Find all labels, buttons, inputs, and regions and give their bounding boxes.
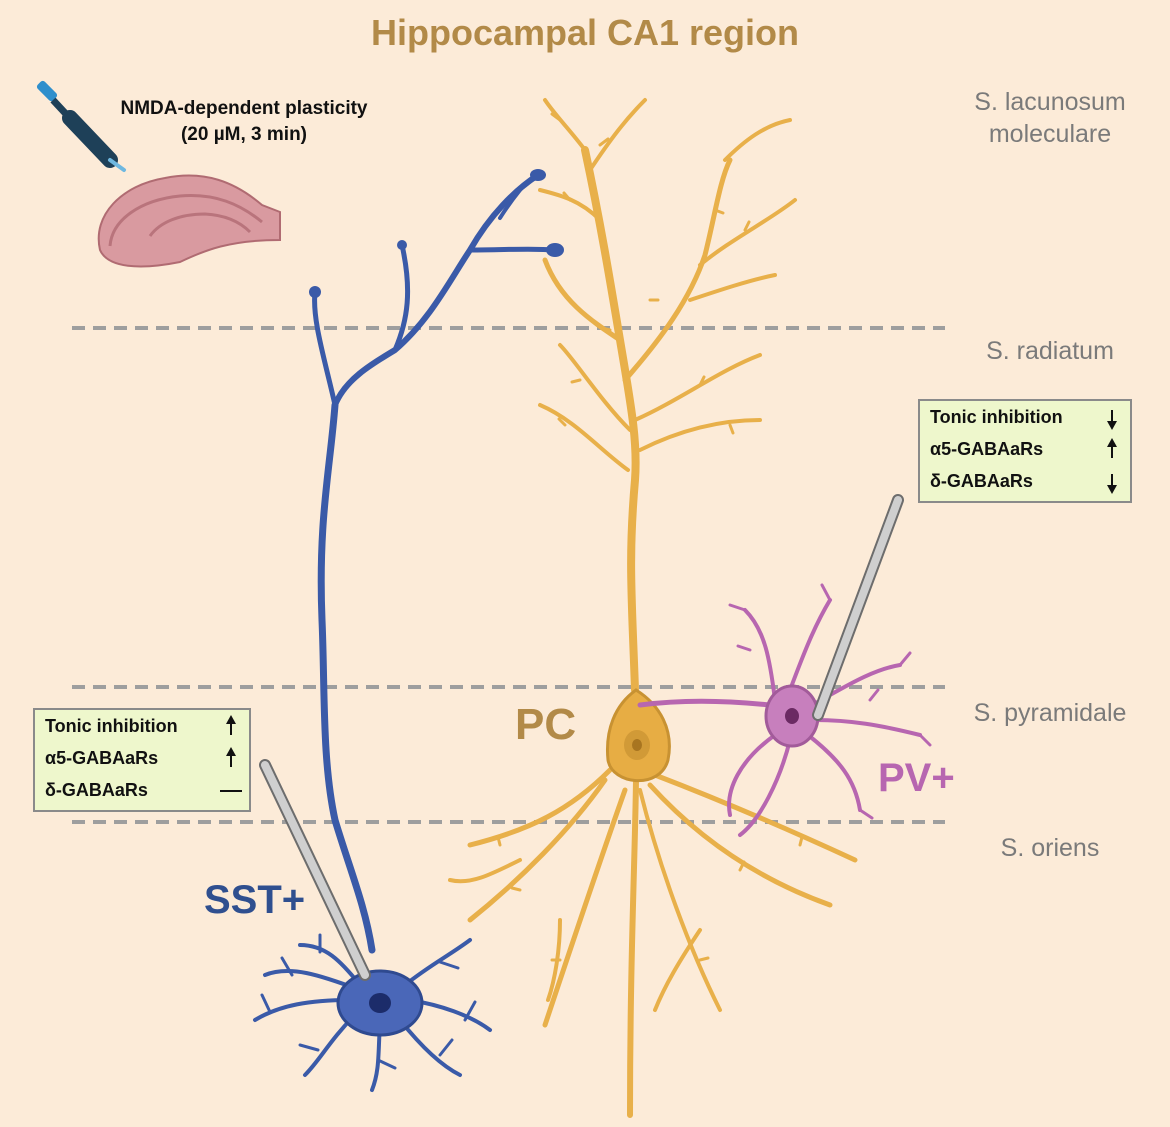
- pv-effects-box: Tonic inhibition α5-GABAaRs δ-GABAaRs: [918, 399, 1132, 503]
- effect-label: δ-GABAaRs: [45, 780, 148, 800]
- effect-arrow-icon: [226, 715, 236, 735]
- pv-effect-row: Tonic inhibition: [920, 401, 1130, 433]
- brain-slice-icon: [97, 174, 281, 268]
- sst-interneuron-shape: [253, 169, 564, 1092]
- sst-effect-row: α5-GABAaRs: [35, 742, 249, 774]
- sst-effects-box: Tonic inhibition α5-GABAaRs δ-GABAaRs: [33, 708, 251, 812]
- treatment-line1: NMDA-dependent plasticity: [120, 98, 368, 119]
- layer-label-line: moleculare: [988, 120, 1112, 148]
- pv-interneuron-shape: [637, 583, 932, 837]
- recording-pipette-pv: [812, 494, 904, 721]
- pc-pyramidal-shape: [448, 98, 858, 1118]
- pv-effect-row: α5-GABAaRs: [920, 433, 1130, 465]
- effect-arrow-icon: [1107, 438, 1117, 458]
- pv-effect-row: δ-GABAaRs: [920, 465, 1130, 497]
- effect-label: δ-GABAaRs: [930, 471, 1033, 491]
- layer-label-radiatum: S. radiatum: [986, 337, 1114, 365]
- effect-label: Tonic inhibition: [930, 407, 1063, 427]
- effect-arrow-icon: [1107, 410, 1117, 430]
- pc-label: PC: [515, 700, 577, 749]
- pv-label: PV+: [878, 756, 955, 800]
- layer-label-line: S. lacunosum: [974, 88, 1126, 116]
- layer-label-lacunosum-moleculare: S. lacunosum moleculare: [945, 86, 1155, 150]
- diagram-title: Hippocampal CA1 region: [370, 12, 800, 53]
- layer-label-oriens: S. oriens: [1000, 834, 1100, 862]
- treatment-label: NMDA-dependent plasticity (20 µM, 3 min): [104, 96, 384, 148]
- effect-label: Tonic inhibition: [45, 716, 178, 736]
- effect-label: α5-GABAaRs: [930, 439, 1044, 459]
- sst-effect-row: Tonic inhibition: [35, 710, 249, 742]
- layer-label-pyramidale: S. pyramidale: [973, 699, 1127, 727]
- effect-arrow-icon: [226, 747, 236, 767]
- treatment-line2: (20 µM, 3 min): [180, 124, 308, 145]
- pipette-icon: [36, 80, 126, 172]
- effect-arrow-icon: [220, 790, 242, 792]
- effect-arrow-icon: [1107, 474, 1117, 494]
- sst-label: SST+: [204, 878, 306, 922]
- sst-effect-row: δ-GABAaRs: [35, 774, 249, 806]
- recording-pipette-sst: [259, 759, 371, 981]
- effect-label: α5-GABAaRs: [45, 748, 159, 768]
